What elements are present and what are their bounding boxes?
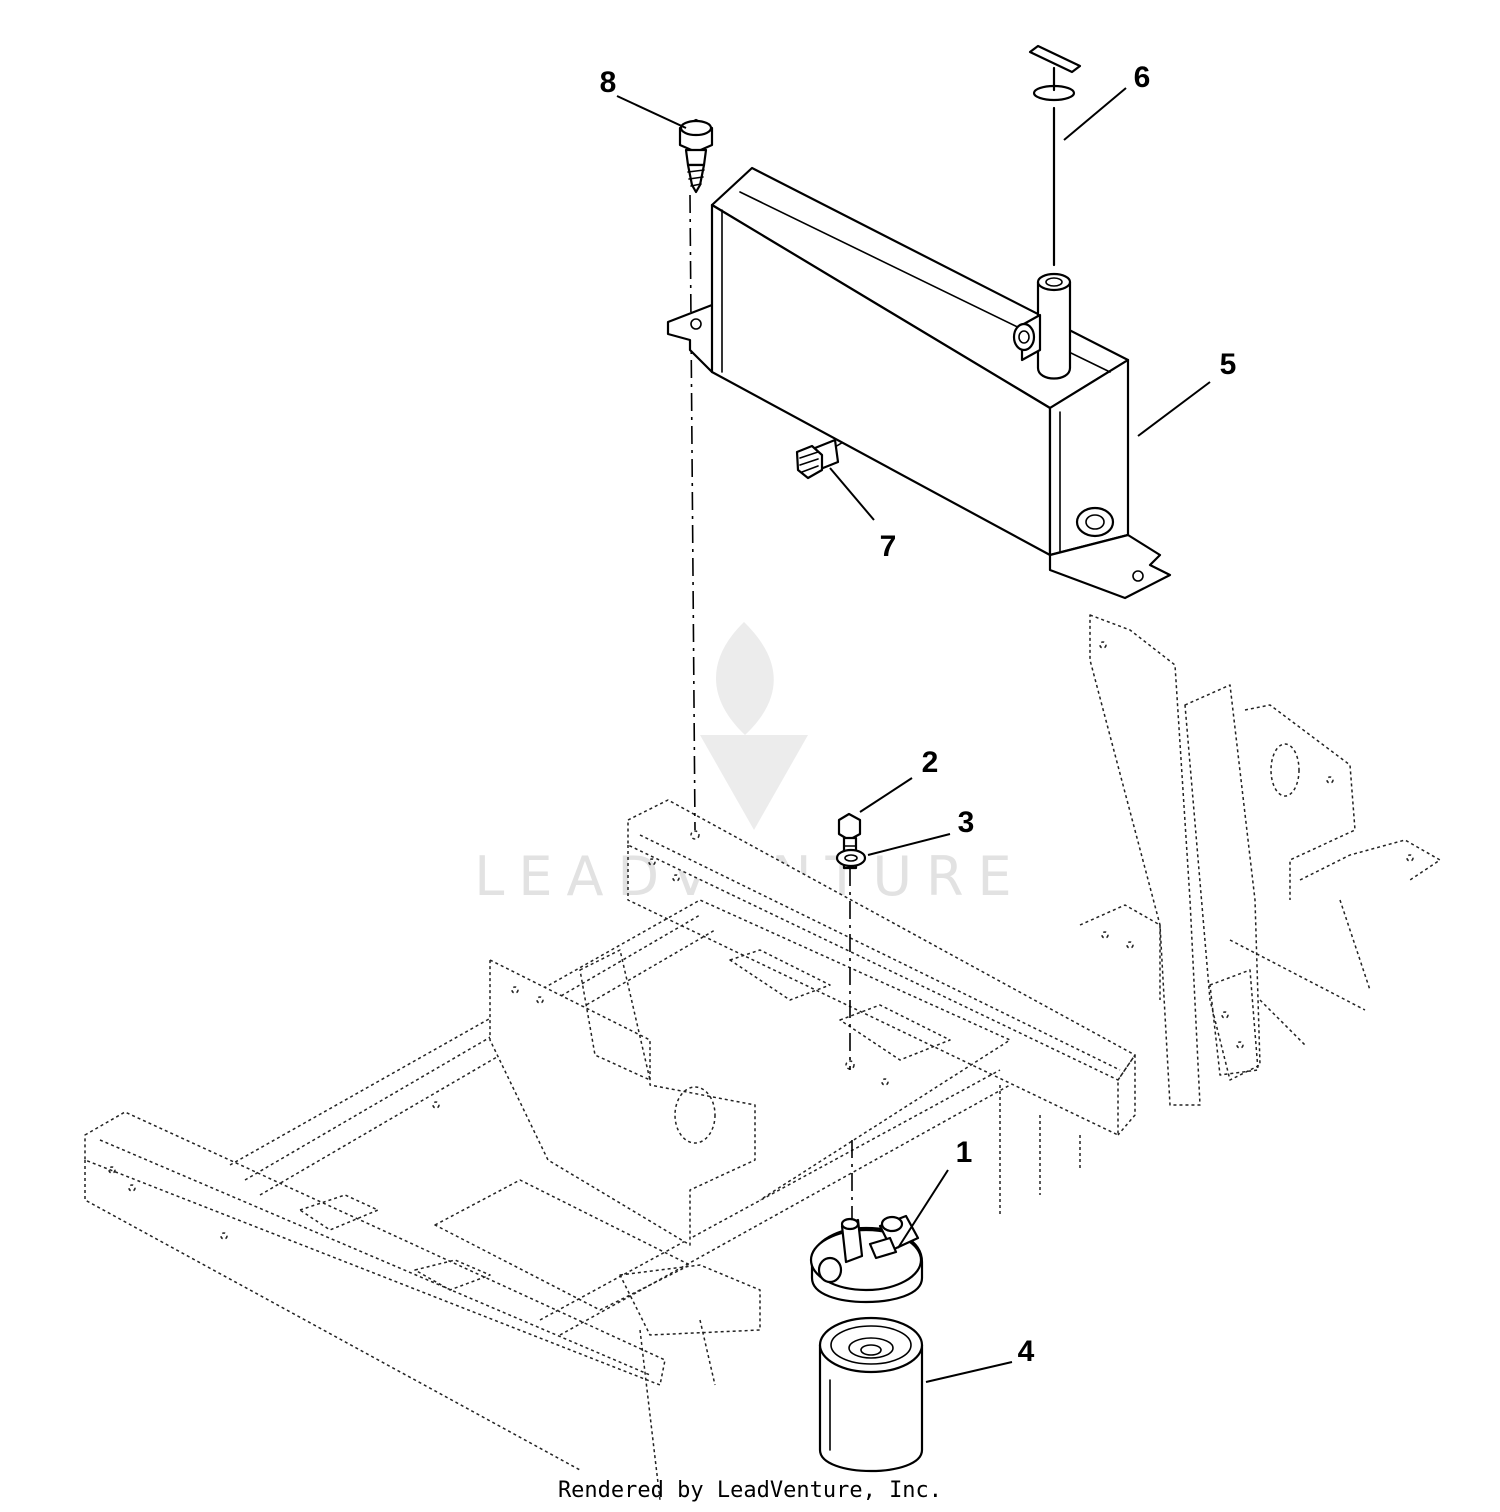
part-6-dipstick (1028, 44, 1082, 267)
mower-frame (84, 614, 1441, 1501)
part-3-washer (835, 848, 867, 868)
part-4-oil-filter (818, 1316, 924, 1472)
part-8-screw (678, 118, 714, 194)
callout-1: 1 (956, 1136, 973, 1169)
callout-4: 4 (1018, 1335, 1035, 1368)
callout-6: 6 (1134, 61, 1151, 94)
leader-lines (616, 87, 1211, 1383)
flame-v-logo-icon (700, 622, 808, 830)
callout-labels: 8 6 5 7 2 3 1 4 (600, 61, 1237, 1368)
part-1-filter-head (809, 1214, 924, 1304)
callout-3: 3 (958, 806, 975, 839)
part-5-hydraulic-reservoir (666, 166, 1172, 600)
callout-8: 8 (600, 66, 617, 99)
callout-7: 7 (880, 530, 897, 563)
callout-5: 5 (1220, 348, 1237, 381)
footer-credit: Rendered by LeadVenture, Inc. (557, 1478, 943, 1503)
callout-2: 2 (922, 746, 939, 779)
part-7-fitting-plug (795, 438, 840, 480)
